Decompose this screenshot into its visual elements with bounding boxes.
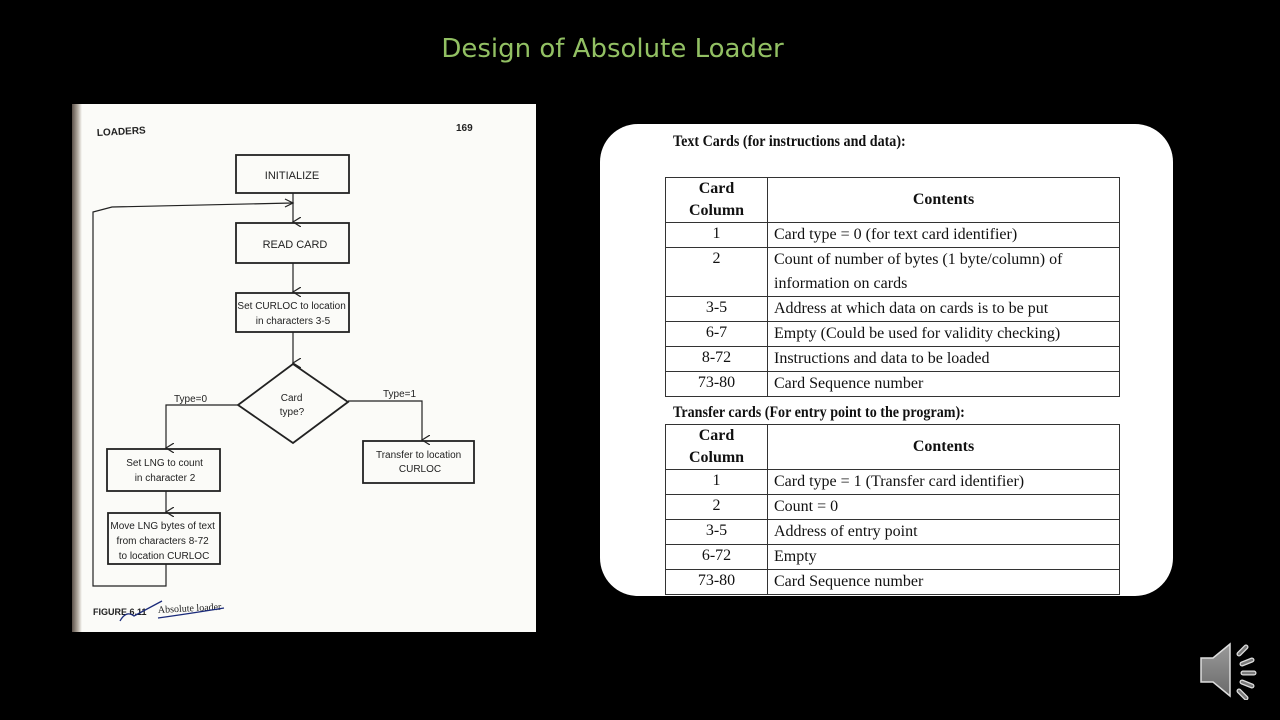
- loop-arrowhead: [284, 198, 295, 208]
- cell-contents: Empty (Could be used for validity checki…: [767, 321, 1120, 347]
- cell-contents: Empty: [767, 544, 1120, 570]
- cell-contents: Instructions and data to be loaded: [767, 346, 1120, 372]
- label-transfer-1: Transfer to location: [376, 450, 461, 461]
- cell-contents: Card Sequence number: [767, 569, 1120, 595]
- figure-label: FIGURE 6.11: [93, 607, 147, 617]
- cell-contents: Address of entry point: [767, 519, 1120, 545]
- cell-column: 8-72: [665, 346, 768, 372]
- label-initialize: INITIALIZE: [265, 170, 319, 182]
- cell-contents: Card type = 1 (Transfer card identifier): [767, 469, 1120, 495]
- svg-text:Transfer to location CUR: Transfer to location CURLOC: [376, 450, 464, 475]
- label-move-lng-3: to location CURLOC: [119, 551, 210, 562]
- flowchart-scan: LOADERS 169 INITIALIZE READ CARD Set CUR…: [72, 104, 536, 632]
- label-set-curloc-2: in characters 3-5: [256, 316, 331, 327]
- label-set-curloc-1: Set CURLOC to location: [237, 301, 345, 312]
- cell-column: 3-5: [665, 296, 768, 322]
- cell-contents: Count = 0: [767, 494, 1120, 520]
- pen-annotation: [119, 600, 225, 622]
- svg-text:Move LNG bytes of text f: Move LNG bytes of text from characters 8…: [110, 521, 217, 562]
- label-decision-2: type?: [280, 407, 305, 418]
- cell-column: 1: [665, 222, 768, 248]
- box-move-lng: [107, 512, 221, 565]
- decision-diamond: [236, 362, 350, 445]
- label-move-lng-1: Move LNG bytes of text: [110, 521, 215, 532]
- cell-column: 73-80: [665, 371, 768, 397]
- cell-contents: Card type = 0 (for text card identifier): [767, 222, 1120, 248]
- cell-column: 73-80: [665, 569, 768, 595]
- table-header: Card Column Contents: [665, 177, 1120, 223]
- svg-text:Card type?: Card type?: [280, 393, 305, 418]
- label-type1: Type=1: [383, 389, 417, 400]
- cell-contents: Card Sequence number: [767, 371, 1120, 397]
- slide-title: Design of Absolute Loader: [441, 34, 784, 64]
- loop-back-arrow: [92, 202, 293, 587]
- cell-contents: Address at which data on cards is to be …: [767, 296, 1120, 322]
- box-transfer: [362, 440, 475, 484]
- label-set-lng-1: Set LNG to count: [126, 458, 203, 469]
- col-card-column: Card Column: [665, 424, 768, 470]
- box-set-lng: [106, 448, 221, 492]
- svg-text:Set LNG to count in char: Set LNG to count in character 2: [126, 458, 206, 484]
- transfer-cards-heading: Transfer cards (For entry point to the p…: [673, 404, 965, 421]
- page-number: 169: [456, 123, 473, 134]
- cell-column: 6-7: [665, 321, 768, 347]
- label-read-card: READ CARD: [263, 239, 328, 251]
- label-transfer-2: CURLOC: [399, 464, 441, 475]
- arrow-type0: [166, 404, 238, 448]
- speaker-icon[interactable]: [1198, 640, 1262, 700]
- cell-column: 1: [665, 469, 768, 495]
- text-cards-heading: Text Cards (for instructions and data):: [673, 133, 906, 150]
- cell-column: 2: [665, 247, 768, 297]
- arrow-type1: [348, 400, 422, 440]
- cell-contents: Count of number of bytes (1 byte/column)…: [767, 247, 1120, 297]
- label-set-lng-2: in character 2: [135, 473, 196, 484]
- col-contents: Contents: [767, 424, 1120, 470]
- label-decision-1: Card: [281, 393, 303, 404]
- label-move-lng-2: from characters 8-72: [116, 536, 209, 547]
- label-type0: Type=0: [174, 394, 208, 405]
- card-format-panel: Text Cards (for instructions and data): …: [600, 124, 1173, 596]
- cell-column: 3-5: [665, 519, 768, 545]
- cell-column: 2: [665, 494, 768, 520]
- book-spine-shadow: [72, 104, 82, 632]
- col-contents: Contents: [767, 177, 1120, 223]
- cell-column: 6-72: [665, 544, 768, 570]
- figure-caption: Absolute loader: [158, 602, 223, 616]
- header-loaders: LOADERS: [97, 125, 147, 139]
- svg-text:Set CURLOC to location i: Set CURLOC to location in characters 3-5: [237, 301, 348, 327]
- table-header: Card Column Contents: [665, 424, 1120, 470]
- col-card-column: Card Column: [665, 177, 768, 223]
